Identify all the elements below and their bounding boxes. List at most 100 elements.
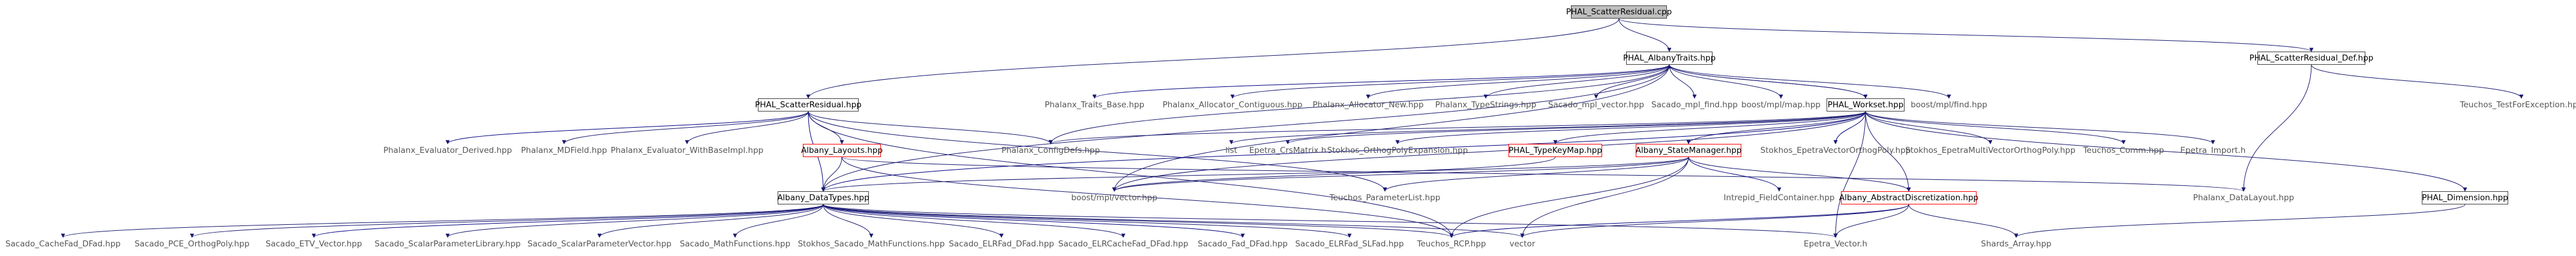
node-eval-base[interactable]: Phalanx_Evaluator_WithBaseImpl.hpp <box>611 144 763 157</box>
node-mpl-find[interactable]: Sacado_mpl_find.hpp <box>1651 98 1738 112</box>
edge-type_key_map-to-boost_vector <box>1112 156 1556 192</box>
node-mdfield[interactable]: Phalanx_MDField.hpp <box>521 144 607 157</box>
node-alloc-contig-label: Phalanx_Allocator_Contiguous.hpp <box>1162 100 1303 110</box>
node-scalar-param-lib-label: Sacado_ScalarParameterLibrary.hpp <box>374 239 521 249</box>
node-elr-cache-label: Sacado_ELRCacheFad_DFad.hpp <box>1058 239 1189 249</box>
node-mpl-find-label: Sacado_mpl_find.hpp <box>1651 100 1738 110</box>
node-abstract-disc[interactable]: Albany_AbstractDiscretization.hpp <box>1839 191 1978 204</box>
edge-scatter_def-to-data_layout <box>2241 64 2312 192</box>
edge-state_manager-to-boost_vector <box>1112 156 1689 192</box>
node-epetra-import[interactable]: Epetra_Import.h <box>2177 144 2249 157</box>
node-type-strings[interactable]: Phalanx_TypeStrings.hpp <box>1435 98 1537 112</box>
edge-scatter_hpp-to-mdfield <box>562 111 809 144</box>
node-intrepid[interactable]: Intrepid_FieldContainer.hpp <box>1724 191 1835 204</box>
edge-state_manager-to-param_list <box>1383 156 1689 192</box>
node-stokhos-epetra-vec[interactable]: Stokhos_EpetraVectorOrthogPoly.hpp <box>1761 144 1911 157</box>
node-scatter-hpp-label: PHAL_ScatterResidual.hpp <box>755 100 862 110</box>
node-scatter-hpp[interactable]: PHAL_ScatterResidual.hpp <box>755 98 862 112</box>
node-fad-dfad-label: Sacado_Fad_DFad.hpp <box>1198 239 1288 249</box>
node-dimension[interactable]: PHAL_Dimension.hpp <box>2422 191 2508 204</box>
node-scalar-param-lib[interactable]: Sacado_ScalarParameterLibrary.hpp <box>374 237 520 251</box>
node-data-types[interactable]: Albany_DataTypes.hpp <box>777 191 869 204</box>
edge-workset-to-albany_traits <box>1667 64 1866 99</box>
edge-root-to-scatter_hpp <box>806 18 1620 99</box>
edge-workset-to-stokhos_ortho <box>1395 111 1866 144</box>
node-mpl-vector[interactable]: Sacado_mpl_vector.hpp <box>1548 98 1644 112</box>
edge-scatter_hpp-to-config_defs <box>808 111 1053 144</box>
edge-scatter_def-to-teuchos_test <box>2311 64 2524 99</box>
node-albany-layouts[interactable]: Albany_Layouts.hpp <box>801 144 883 157</box>
edge-state_manager-to-abstract_disc <box>1688 156 1911 192</box>
node-math-functions-label: Sacado_MathFunctions.hpp <box>679 239 791 249</box>
edge-albany_traits-to-alloc_contig <box>1230 64 1670 99</box>
node-root[interactable]: PHAL_ScatterResidual.cpp <box>1566 5 1672 19</box>
node-traits-base-label: Phalanx_Traits_Base.hpp <box>1044 100 1145 110</box>
node-fad-dfad[interactable]: Sacado_Fad_DFad.hpp <box>1198 237 1288 251</box>
node-state-manager[interactable]: Albany_StateManager.hpp <box>1636 144 1741 157</box>
node-pce-ortho[interactable]: Sacado_PCE_OrthogPoly.hpp <box>133 237 251 251</box>
node-elr-cache[interactable]: Sacado_ELRCacheFad_DFad.hpp <box>1058 237 1189 251</box>
node-math-functions[interactable]: Sacado_MathFunctions.hpp <box>680 237 790 251</box>
edge-workset-to-epetra_vector <box>1833 111 1866 238</box>
node-workset[interactable]: PHAL_Workset.hpp <box>1827 98 1905 112</box>
node-cache-fad[interactable]: Sacado_CacheFad_DFad.hpp <box>5 237 121 251</box>
node-epetra-vector[interactable]: Epetra_Vector.h <box>1801 237 1870 251</box>
edge-dimension-to-shards_array <box>2014 204 2466 238</box>
node-teuchos-comm[interactable]: Teuchos_Comm.hpp <box>2081 144 2166 157</box>
node-eval-derived[interactable]: Phalanx_Evaluator_Derived.hpp <box>383 144 512 157</box>
node-elr-fad-label: Sacado_ELRFad_DFad.hpp <box>949 239 1054 249</box>
node-stokhos-math[interactable]: Stokhos_Sacado_MathFunctions.hpp <box>798 237 945 251</box>
edge-albany_traits-to-boost_find <box>1669 64 1951 99</box>
node-etv-vector[interactable]: Sacado_ETV_Vector.hpp <box>264 237 364 251</box>
edge-state_manager-to-data_types <box>821 156 1689 192</box>
node-param-list[interactable]: Teuchos_ParameterList.hpp <box>1330 191 1441 204</box>
edge-workset-to-state_manager <box>1686 111 1866 144</box>
edge-workset-to-epetra_crs <box>1285 111 1866 144</box>
node-scalar-param-vec[interactable]: Sacado_ScalarParameterVector.hpp <box>527 237 671 251</box>
node-shards-array[interactable]: Shards_Array.hpp <box>1978 237 2055 251</box>
node-abstract-disc-label: Albany_AbstractDiscretization.hpp <box>1839 193 1979 203</box>
node-boost-find[interactable]: boost/mpl/find.hpp <box>1911 98 1987 112</box>
node-vector-label: vector <box>1509 239 1536 249</box>
node-epetra-crs[interactable]: Epetra_CrsMatrix.h <box>1249 144 1327 157</box>
node-vector[interactable]: vector <box>1506 237 1539 251</box>
edge-albany_traits-to-data_types <box>821 64 1670 192</box>
node-config-defs[interactable]: Phalanx_ConfigDefs.hpp <box>1000 144 1102 157</box>
edge-scatter_hpp-to-teuchos_rcp <box>808 111 1454 238</box>
node-elr-fad[interactable]: Sacado_ELRFad_DFad.hpp <box>949 237 1054 251</box>
node-traits-base[interactable]: Phalanx_Traits_Base.hpp <box>1044 98 1145 112</box>
node-boost-map[interactable]: boost/mpl/map.hpp <box>1741 98 1821 112</box>
node-teuchos-comm-label: Teuchos_Comm.hpp <box>2083 146 2164 155</box>
node-type-key-map[interactable]: PHAL_TypeKeyMap.hpp <box>1509 144 1602 157</box>
node-stokhos-epetra-multi[interactable]: Stokhos_EpetraMultiVectorOrthogPoly.hpp <box>1905 144 2076 157</box>
node-scatter-def[interactable]: PHAL_ScatterResidual_Def.hpp <box>2250 52 2373 65</box>
node-data-layout-label: Phalanx_DataLayout.hpp <box>2193 193 2295 203</box>
edge-data_types-to-stokhos_math <box>823 204 874 238</box>
edge-data_types-to-math_functions <box>733 204 824 238</box>
edge-albany_traits-to-config_defs <box>1048 64 1670 144</box>
node-boost-vector[interactable]: boost/mpl/vector.hpp <box>1070 191 1158 204</box>
node-teuchos-rcp[interactable]: Teuchos_RCP.hpp <box>1413 237 1491 251</box>
edge-albany_layouts-to-teuchos_rcp <box>841 156 1454 238</box>
edge-abstract_disc-to-vector <box>1520 204 1909 238</box>
edge-albany_traits-to-boost_map <box>1669 64 1783 99</box>
node-teuchos-test[interactable]: Teuchos_TestForException.hpp <box>2460 98 2576 112</box>
node-list[interactable]: list <box>1222 144 1241 157</box>
edge-albany_traits-to-alloc_new <box>1366 64 1670 99</box>
node-albany-traits[interactable]: PHAL_AlbanyTraits.hpp <box>1623 52 1716 65</box>
node-epetra-vector-label: Epetra_Vector.h <box>1804 239 1867 249</box>
edge-data_types-to-scalar_param_vec <box>597 204 824 238</box>
edge-workset-to-data_types <box>821 111 1866 192</box>
node-stokhos-ortho[interactable]: Stokhos_OrthogPolyExpansion.hpp <box>1327 144 1468 157</box>
node-stokhos-math-label: Stokhos_Sacado_MathFunctions.hpp <box>797 239 945 249</box>
node-alloc-contig[interactable]: Phalanx_Allocator_Contiguous.hpp <box>1162 98 1302 112</box>
node-alloc-new[interactable]: Phalanx_Allocator_New.hpp <box>1312 98 1423 112</box>
node-elr-sl[interactable]: Sacado_ELRFad_SLFad.hpp <box>1295 237 1404 251</box>
edge-data_types-to-cache_fad <box>61 204 824 238</box>
node-cache-fad-label: Sacado_CacheFad_DFad.hpp <box>5 239 121 249</box>
edge-albany_traits-to-mpl_find <box>1669 64 1697 99</box>
edge-albany_traits-to-type_strings <box>1483 64 1670 99</box>
node-data-layout[interactable]: Phalanx_DataLayout.hpp <box>2193 191 2295 204</box>
node-type-key-map-label: PHAL_TypeKeyMap.hpp <box>1509 146 1602 155</box>
node-eval-base-label: Phalanx_Evaluator_WithBaseImpl.hpp <box>610 146 764 155</box>
